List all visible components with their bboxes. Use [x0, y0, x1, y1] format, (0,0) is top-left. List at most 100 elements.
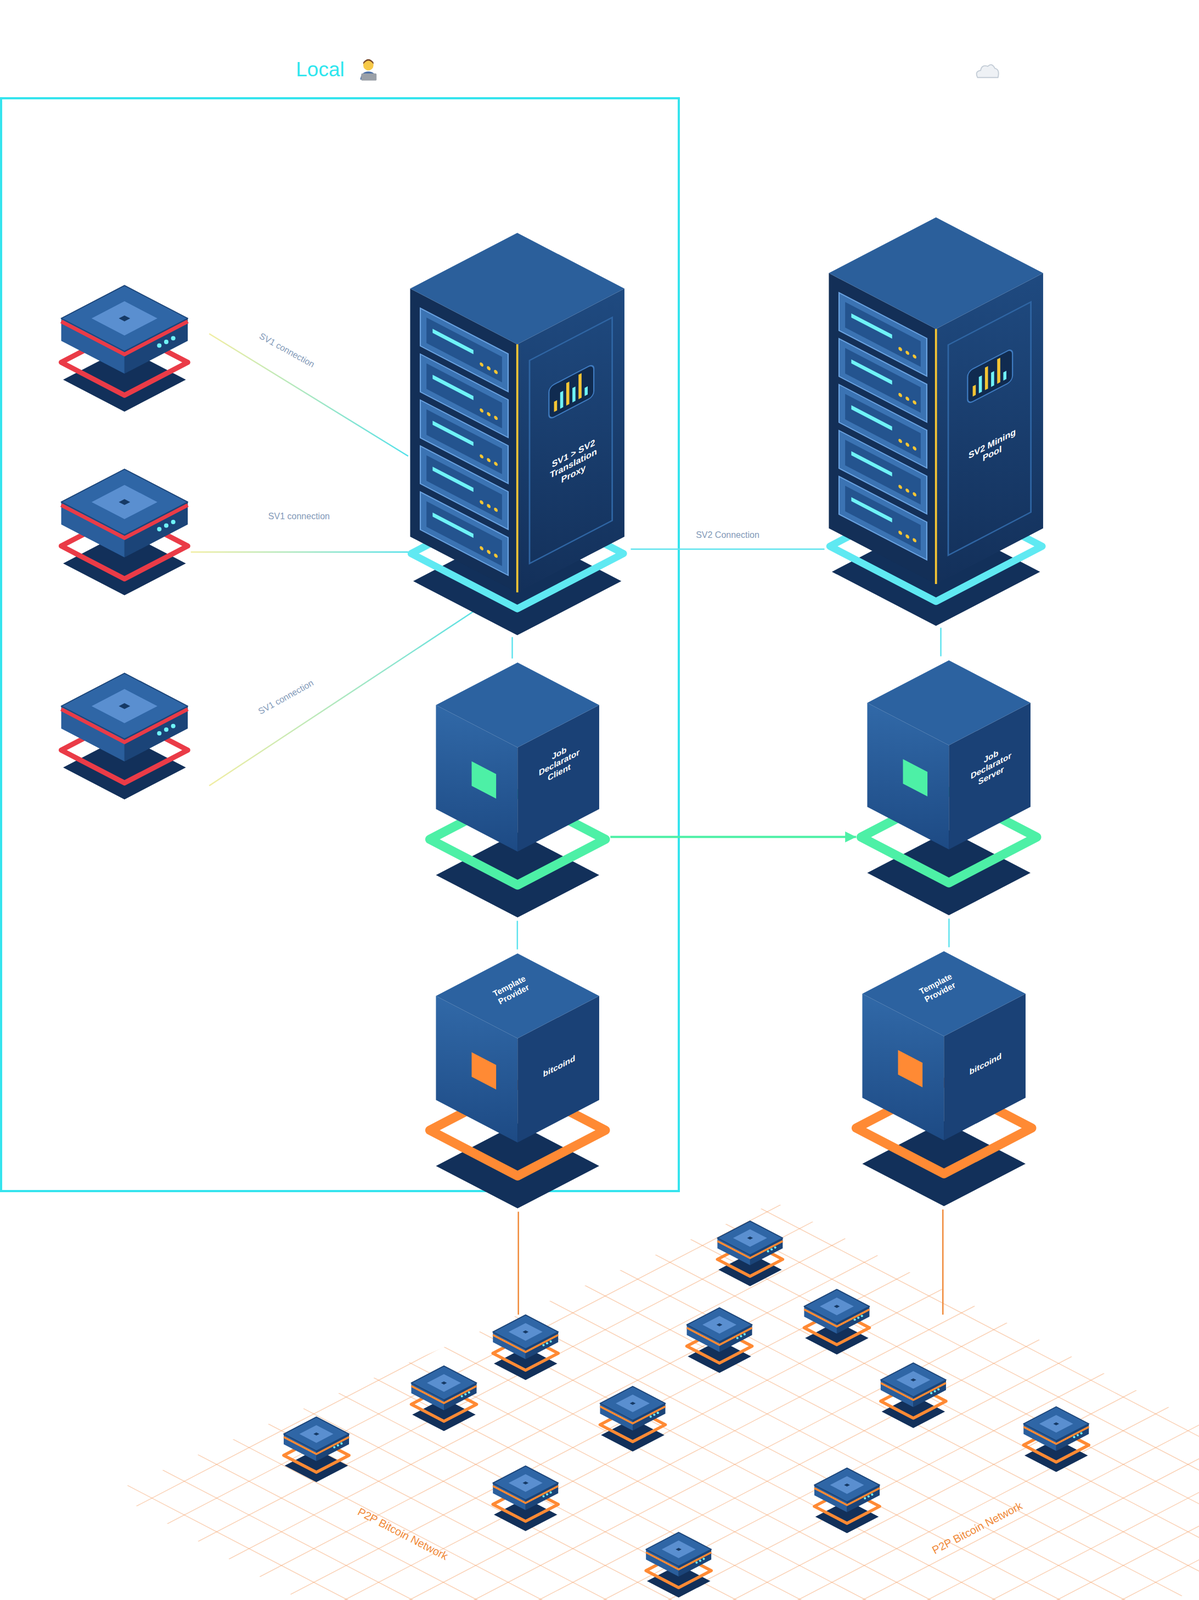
cube-icon: [471, 761, 497, 799]
rack-dot: [898, 391, 903, 398]
grid-line: [102, 1271, 1199, 1600]
connector: [517, 1211, 520, 1315]
grid-line: [102, 1505, 1199, 1600]
server-racks: [420, 307, 509, 576]
device-top-inner: [1039, 1414, 1074, 1433]
grid-line: [102, 1103, 1199, 1600]
grid-line: [102, 598, 1199, 1288]
device-light: [460, 1394, 464, 1398]
device-top: [492, 1465, 559, 1500]
rack-dot: [905, 487, 910, 493]
device-light: [766, 1250, 769, 1253]
connector: [630, 548, 825, 550]
panel-frame: [529, 317, 613, 564]
chart-bar: [1003, 370, 1007, 381]
cube-icon-square: [897, 1049, 923, 1088]
person-icon: [359, 59, 377, 81]
device-top-inner: [733, 1229, 768, 1247]
template-provider-cube: Template Providerbitcoind: [851, 947, 1037, 1210]
device-top: [61, 285, 189, 352]
rack-dot: [898, 529, 903, 536]
device-top: [61, 673, 189, 740]
network-label: P2P Bitcoin Network: [355, 1505, 450, 1563]
rack-dot: [480, 453, 484, 459]
device-top-dot: [1053, 1421, 1060, 1426]
sv1-wire: [190, 551, 409, 553]
server-edge: [516, 344, 519, 593]
chart-bar: [554, 400, 558, 412]
grid-line: [102, 1033, 1199, 1600]
device-light: [545, 1341, 549, 1344]
proxy-server-shape: [406, 222, 631, 638]
cube-icon: [903, 758, 928, 797]
grid-line: [102, 1101, 1199, 1600]
grid-line: [102, 1473, 1199, 1600]
local-region: LocalSV1 > SV2 Translation ProxyJob Decl…: [0, 97, 680, 1192]
server-panel: [948, 301, 1032, 555]
grid-line: [102, 528, 1199, 1219]
device-light: [649, 1415, 652, 1418]
rack-dot: [480, 407, 484, 413]
grid-line: [102, 1406, 1199, 1600]
grid-line: [102, 1337, 1199, 1600]
p2p-network-grid-shape: [153, 1314, 1199, 1600]
connection-label: SV1 connection: [268, 510, 330, 522]
device-light: [549, 1340, 552, 1343]
device-top: [717, 1220, 783, 1255]
grid-line: [102, 1202, 1199, 1600]
device-top-inner: [91, 484, 158, 519]
device-top-inner: [615, 1394, 650, 1412]
device-top-inner: [702, 1315, 737, 1334]
pool-server: SV2 Mining Pool: [824, 213, 1050, 628]
device-light: [156, 526, 162, 532]
rack-dot: [487, 457, 492, 463]
connector-label: SV2 Connection: [693, 529, 762, 540]
rack-light: [432, 512, 474, 538]
device-light: [1072, 1435, 1075, 1438]
device-light: [549, 1490, 552, 1494]
device-top-dot: [910, 1377, 917, 1382]
rack-dot: [487, 364, 492, 371]
grid-line: [102, 1168, 1199, 1600]
grid-line: [102, 699, 1199, 1389]
device-top-dot: [675, 1547, 682, 1551]
device-top-dot: [746, 1236, 753, 1240]
device-top-inner: [829, 1476, 864, 1494]
rack-dot: [898, 437, 903, 444]
grid-line: [102, 665, 1199, 1356]
rack-dot: [494, 552, 499, 559]
rack-light: [851, 404, 892, 431]
person-hair: [363, 59, 374, 65]
rack-dot: [480, 499, 484, 505]
grid-line: [102, 1370, 1199, 1600]
grid-line: [102, 1036, 1199, 1600]
device-light: [171, 335, 176, 341]
device-top: [645, 1532, 712, 1567]
device-light: [464, 1392, 467, 1395]
rack-light: [851, 451, 892, 477]
grid-line: [102, 1136, 1199, 1600]
grid-line: [102, 1067, 1199, 1600]
rack-dot: [905, 441, 910, 448]
job-declarator-cube-shape: [856, 656, 1042, 919]
cloud-shape: [976, 64, 999, 78]
device-top: [814, 1467, 880, 1502]
cube-icon-square: [903, 758, 928, 797]
grid-line: [102, 631, 1199, 1322]
chart-bar: [991, 370, 995, 387]
grid-line: [102, 1372, 1199, 1600]
device-top-dot: [118, 498, 131, 505]
device-light: [171, 723, 176, 729]
grid-lines: [102, 497, 1199, 1600]
network-label: P2P Bitcoin Network: [930, 1499, 1025, 1557]
device-light: [164, 339, 169, 345]
device-light: [870, 1493, 874, 1496]
device-top: [686, 1307, 752, 1342]
grid-line: [102, 932, 1199, 1600]
rack-dot: [898, 346, 903, 352]
cube-icon-square: [471, 761, 497, 799]
cube-top: [862, 950, 1026, 1037]
grid-line: [102, 530, 1199, 1221]
grid-line: [102, 865, 1199, 1556]
grid-line: [102, 1135, 1199, 1600]
